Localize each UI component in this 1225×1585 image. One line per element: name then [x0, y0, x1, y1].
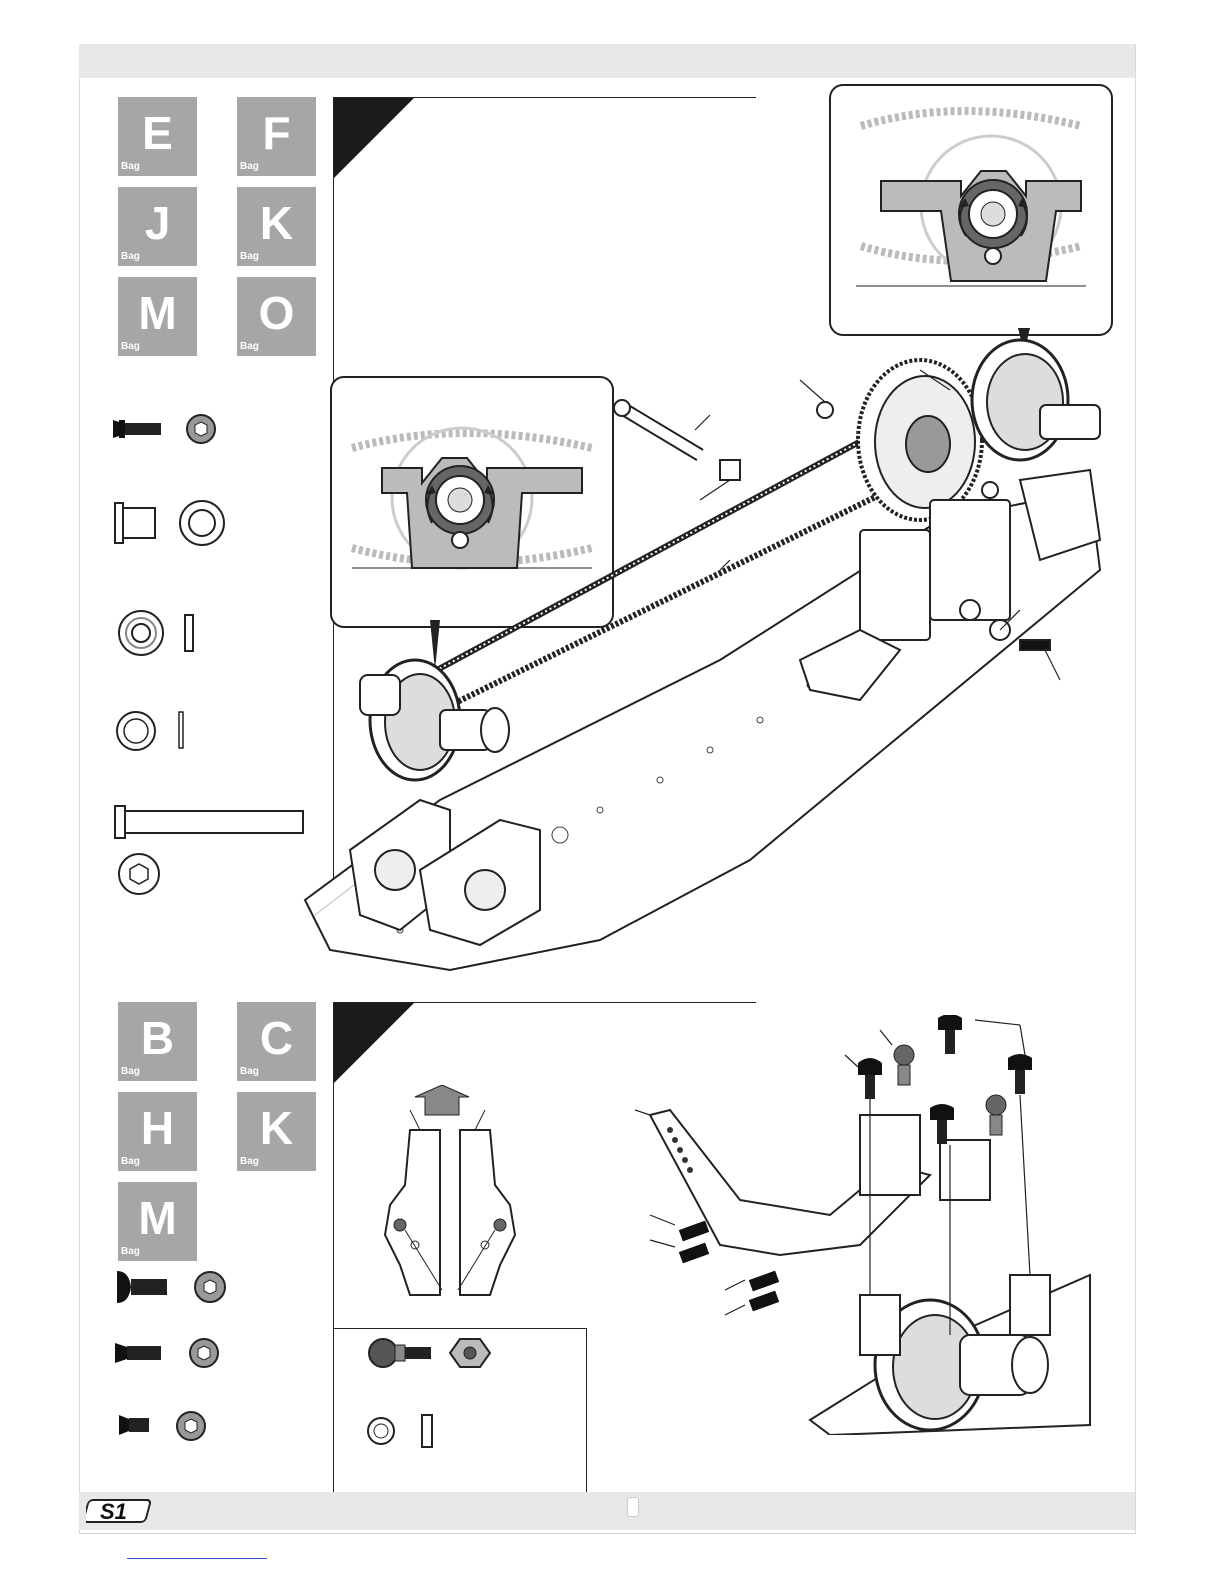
button-head-screw-icon	[117, 1271, 167, 1303]
bag-badge: M Bag	[118, 1182, 197, 1261]
bag-badge: M Bag	[118, 277, 197, 356]
bushing-end-icon	[180, 501, 224, 545]
hardware-parts-list-step1	[105, 400, 325, 900]
screw-head-icon	[177, 1412, 205, 1440]
bag-badge: K Bag	[237, 1092, 316, 1171]
bag-label: Bag	[121, 251, 140, 262]
bag-letter: K	[237, 1098, 316, 1158]
bag-letter: M	[118, 1188, 197, 1248]
bag-badge: J Bag	[118, 187, 197, 266]
bag-label: Bag	[240, 161, 259, 172]
bag-badge: H Bag	[118, 1092, 197, 1171]
rear-pulley-icon	[972, 340, 1100, 460]
bag-letter: B	[118, 1008, 197, 1068]
bag-letter: F	[237, 103, 316, 163]
step-2-number-tab	[334, 1003, 414, 1083]
bag-label: Bag	[121, 1156, 140, 1167]
spur-gear-icon	[858, 360, 982, 520]
bag-letter: H	[118, 1098, 197, 1158]
flat-head-screw-icon	[113, 420, 161, 438]
ball-bearing-icon	[119, 611, 193, 655]
step-2-hardware-box	[333, 1328, 587, 1493]
bag-badge: K Bag	[237, 187, 316, 266]
underline-link[interactable]	[127, 1558, 267, 1559]
bag-label: Bag	[121, 161, 140, 172]
page-number-marker	[627, 1497, 639, 1517]
screw-head-icon	[187, 415, 215, 443]
washer-icon	[117, 712, 183, 750]
flat-head-screw-short-icon	[119, 1415, 149, 1435]
flat-head-screw-icon	[115, 1343, 161, 1363]
bag-label: Bag	[240, 341, 259, 352]
bag-letter: C	[237, 1008, 316, 1068]
step-1-number-tab	[334, 98, 414, 178]
bag-letter: J	[118, 193, 197, 253]
detail-inset-rear	[829, 84, 1113, 336]
bag-label: Bag	[121, 341, 140, 352]
belt-drive-assembly-illustration	[300, 330, 1120, 990]
axle-end-icon	[119, 854, 159, 894]
s1-logo: S1	[86, 1496, 156, 1526]
bag-letter: M	[118, 283, 197, 343]
flanged-bushing-icon	[115, 503, 155, 543]
axle-pin-icon	[115, 806, 303, 838]
header-bar	[79, 44, 1135, 78]
bag-label: Bag	[240, 1066, 259, 1077]
bag-label: Bag	[121, 1246, 140, 1257]
logo-text: S1	[100, 1499, 127, 1524]
screw-head-icon	[190, 1339, 218, 1367]
bag-badge: C Bag	[237, 1002, 316, 1081]
shock-tower-orientation-diagram	[370, 1085, 530, 1300]
bag-letter: E	[118, 103, 197, 163]
front-pulley-icon	[360, 660, 509, 780]
bag-label: Bag	[240, 1156, 259, 1167]
bag-badge: E Bag	[118, 97, 197, 176]
shock-tower-assembly-illustration	[630, 1015, 1100, 1435]
layshaft-pin-icon	[614, 400, 740, 480]
bag-label: Bag	[121, 1066, 140, 1077]
bag-letter: K	[237, 193, 316, 253]
bag-badge: F Bag	[237, 97, 316, 176]
bag-badge: B Bag	[118, 1002, 197, 1081]
screw-head-icon	[195, 1272, 225, 1302]
bag-label: Bag	[240, 251, 259, 262]
footer-bar	[79, 1492, 1135, 1530]
